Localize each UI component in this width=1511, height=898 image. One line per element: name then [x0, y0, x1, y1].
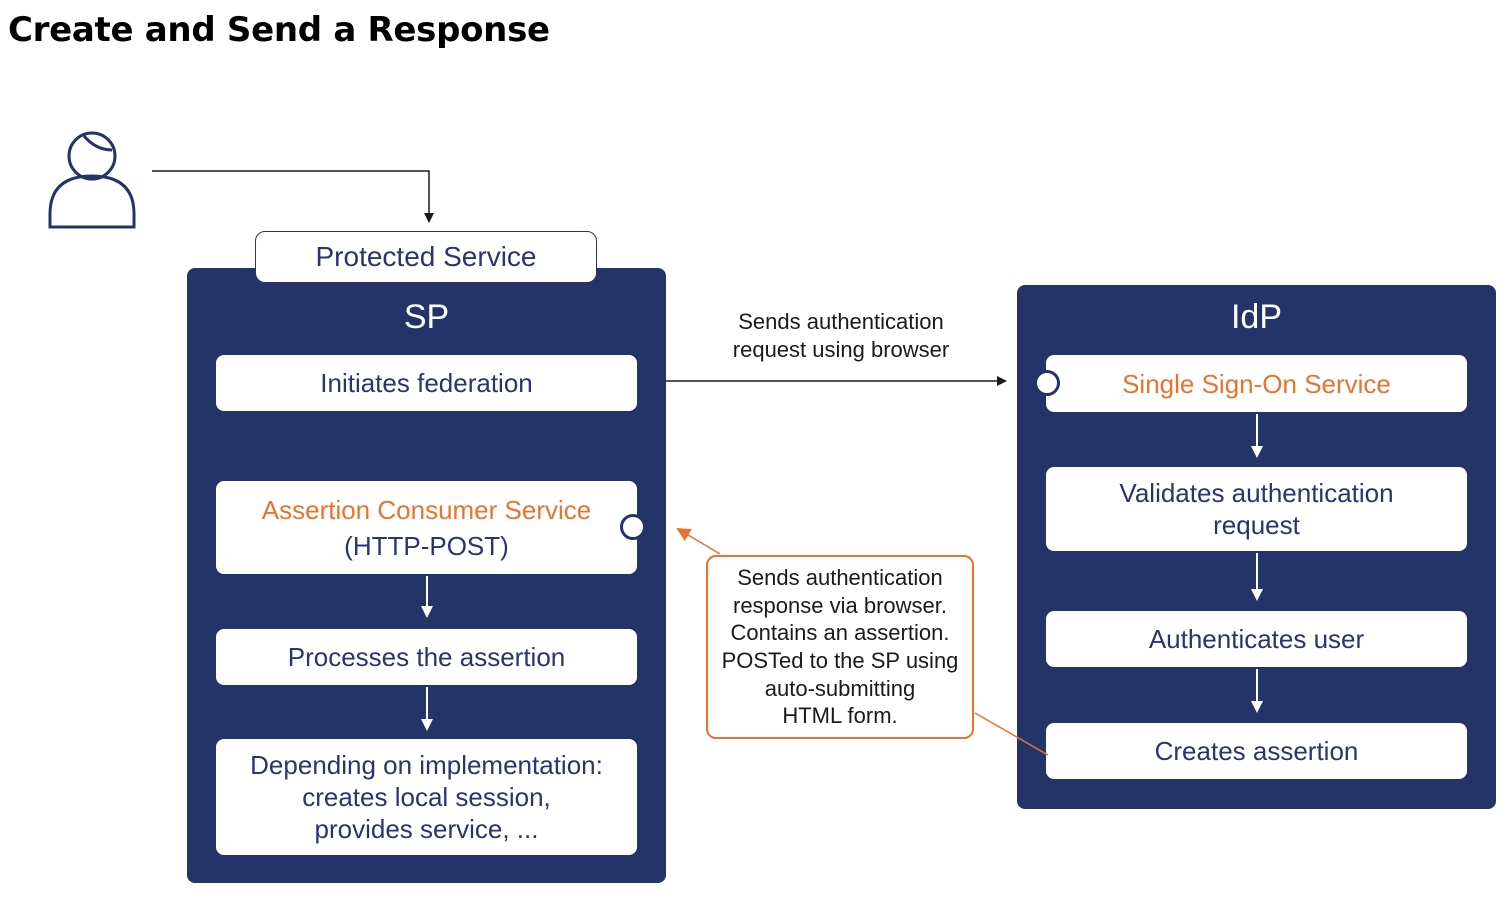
callout-line-1: Sends authentication: [737, 565, 943, 591]
protected-service-box: Protected Service: [255, 231, 597, 283]
depending-line-1: Depending on implementation:: [250, 750, 603, 780]
validates-line-1: Validates authentication: [1119, 478, 1394, 508]
callout-line-2: response via browser.: [733, 592, 947, 618]
idp-title: IdP: [1230, 298, 1283, 336]
request-label-line-1: Sends authentication: [738, 309, 944, 334]
sso-service-box: Single Sign-On Service: [1046, 355, 1467, 412]
callout-line-5: auto-submitting: [764, 675, 916, 701]
creates-assertion-box: Creates assertion: [1046, 723, 1467, 779]
sso-service-label: Single Sign-On Service: [1122, 368, 1391, 399]
callout-line-4: POSTed to the SP using: [721, 648, 959, 673]
acs-binding: (HTTP-POST): [344, 530, 509, 561]
sp-title: SP: [403, 298, 450, 336]
acs-name: Assertion Consumer Service: [261, 494, 592, 525]
request-label-line-2: request using browser: [732, 337, 950, 362]
creates-assertion-label: Creates assertion: [1154, 736, 1359, 766]
callout-line-6: HTML form.: [782, 703, 898, 729]
depending-box: Depending on implementation: creates loc…: [216, 739, 637, 855]
page-title: Create and Send a Response: [8, 10, 550, 50]
authenticates-user-label: Authenticates user: [1148, 624, 1365, 654]
user-icon: [48, 131, 136, 229]
request-label: Sends authentication request using brows…: [700, 308, 982, 364]
initiates-federation-label: Initiates federation: [320, 368, 533, 398]
acs-endpoint-port: [620, 514, 646, 540]
validates-request-box: Validates authentication request: [1046, 467, 1467, 551]
response-callout: Sends authentication response via browse…: [706, 555, 974, 739]
initiates-federation-box: Initiates federation: [216, 355, 637, 411]
sso-endpoint-port: [1034, 370, 1060, 396]
callout-line-3: Contains an assertion.: [730, 620, 950, 646]
validates-line-2: request: [1213, 510, 1300, 540]
protected-service-label: Protected Service: [315, 241, 537, 272]
depending-line-2: creates local session,: [302, 782, 551, 812]
user-to-service-connector: [152, 170, 434, 223]
authenticates-user-box: Authenticates user: [1046, 611, 1467, 667]
acs-box: Assertion Consumer Service (HTTP-POST): [216, 481, 637, 574]
depending-line-3: provides service, ...: [314, 814, 539, 844]
processes-assertion-box: Processes the assertion: [216, 629, 637, 685]
processes-assertion-label: Processes the assertion: [287, 642, 566, 672]
